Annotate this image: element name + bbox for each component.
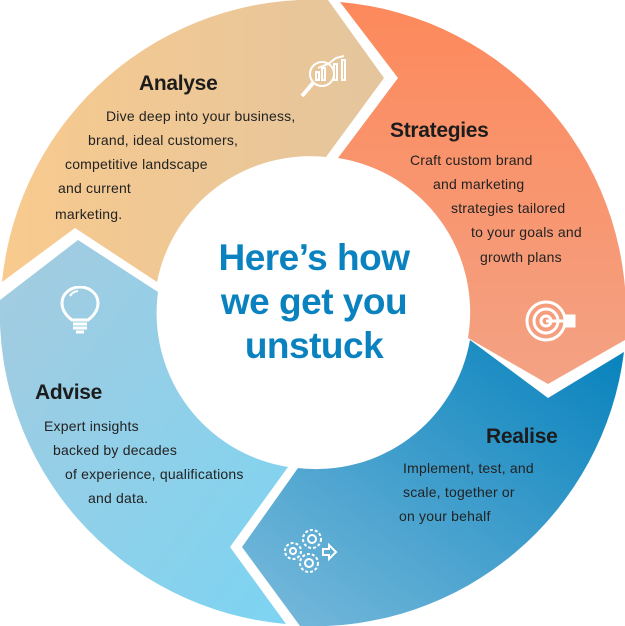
- advise-text-line: and data.: [88, 490, 149, 506]
- strategies-title: Strategies: [390, 119, 489, 142]
- segment-analyse: [2, 0, 384, 282]
- target-icon: [525, 300, 576, 342]
- advise-title: Advise: [35, 381, 103, 404]
- advise-text-line: backed by decades: [53, 442, 178, 458]
- advise-text-line: of experience, qualifications: [65, 466, 244, 482]
- gears-arrow-icon: [284, 529, 338, 573]
- advise-text-line: Expert insights: [44, 418, 139, 434]
- analyse-text-line: and current: [58, 180, 132, 196]
- center-heading-line: we get you: [220, 281, 408, 322]
- realise-text-line: scale, together or: [403, 484, 515, 500]
- strategies-text-line: strategies tailored: [451, 200, 566, 216]
- segment-strategies: [338, 2, 625, 384]
- analyse-title: Analyse: [139, 72, 218, 95]
- strategies-text-line: to your goals and: [471, 224, 582, 240]
- lightbulb-icon: [60, 286, 100, 334]
- analyse-text-line: marketing.: [55, 206, 123, 222]
- segment-advise: [0, 240, 288, 624]
- analyse-text-line: Dive deep into your business,: [106, 108, 296, 124]
- center-heading-line: Here’s how: [218, 237, 410, 278]
- center-heading-line: unstuck: [244, 325, 384, 366]
- strategies-text-line: Craft custom brand: [410, 152, 533, 168]
- realise-title: Realise: [486, 425, 558, 448]
- magnifier-chart-icon: [300, 55, 346, 98]
- center-heading: Here’s how we get you unstuck: [158, 236, 470, 368]
- strategies-text-line: growth plans: [480, 249, 562, 265]
- analyse-text-line: competitive landscape: [65, 156, 208, 172]
- realise-text-line: on your behalf: [399, 508, 491, 524]
- realise-text-line: Implement, test, and: [403, 460, 534, 476]
- segment-realise: [242, 340, 624, 626]
- analyse-text-line: brand, ideal customers,: [88, 132, 239, 148]
- strategies-text-line: and marketing: [433, 176, 525, 192]
